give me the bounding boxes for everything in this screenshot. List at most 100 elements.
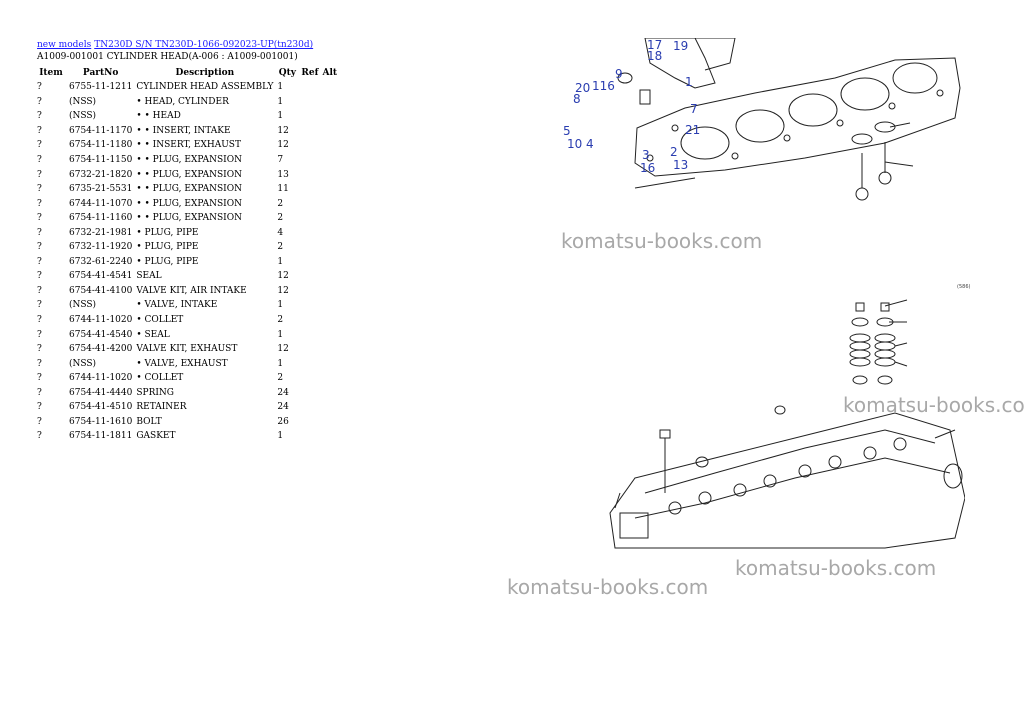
column-header-ref: Ref [301, 67, 319, 78]
cell-qty: 13 [277, 169, 289, 180]
valve-port [893, 437, 907, 451]
cell-description: • PLUG, PIPE [136, 227, 199, 238]
cell-ref [299, 298, 320, 313]
callout-label: 20 [575, 81, 590, 95]
cell-ref [299, 182, 320, 197]
cell-description: • • HEAD [136, 111, 181, 122]
cell-qty: 1 [277, 111, 284, 122]
cell-item: ? [37, 155, 42, 165]
page-title: A1009-001001 CYLINDER HEAD(A-006 : A1009… [37, 52, 298, 62]
leader-line [884, 161, 914, 167]
cell-description: • • PLUG, EXPANSION [136, 155, 242, 165]
valve-spring [874, 357, 896, 367]
column-header-item: Item [39, 67, 63, 78]
cell-alt [321, 109, 340, 124]
cell-description: • HEAD, CYLINDER [136, 96, 229, 107]
cell-ref [299, 356, 320, 371]
cylinder-head-outline [609, 412, 965, 549]
callout-label: 5 [563, 124, 571, 138]
cell-qty: 24 [277, 387, 289, 398]
valve-port [668, 501, 682, 515]
diagram-tag: (586) [957, 284, 971, 290]
cell-partno: 6732-61-2240 [69, 256, 133, 267]
cell-partno: 6732-21-1981 [69, 227, 133, 238]
cell-item: ? [37, 431, 42, 442]
port-cover [619, 512, 649, 539]
cell-item: ? [37, 213, 42, 224]
cell-partno: 6754-11-1160 [69, 213, 133, 224]
cell-item: ? [37, 198, 42, 209]
cell-alt [321, 415, 340, 430]
callout-label: 10 [567, 137, 582, 151]
valve-spring [874, 349, 896, 359]
leader-line [614, 492, 621, 509]
cell-ref [299, 313, 320, 328]
parts-table: Item PartNo Description Qty Ref Alt ?675… [35, 65, 339, 444]
cell-ref [299, 240, 320, 255]
cell-partno: 6754-41-4540 [69, 329, 133, 340]
cell-description: • VALVE, INTAKE [136, 300, 218, 311]
cell-partno: (NSS) [69, 358, 97, 369]
cell-description: SPRING [136, 387, 174, 398]
watermark: komatsu-books.com [507, 575, 709, 599]
cell-alt [321, 313, 340, 328]
cell-description: • • PLUG, EXPANSION [136, 213, 242, 224]
cell-ref [299, 95, 320, 110]
cell-alt [321, 80, 340, 95]
breadcrumb-link-new-models[interactable]: new models [37, 40, 92, 50]
collet [855, 302, 865, 312]
cell-alt [321, 153, 340, 168]
leader-line [634, 177, 696, 189]
cell-partno: (NSS) [69, 96, 97, 107]
cell-partno: 6755-11-1211 [69, 82, 133, 93]
cylinder-bore [840, 77, 890, 111]
cylinder-head-face [634, 457, 951, 519]
cell-partno: 6744-11-1070 [69, 198, 133, 209]
cell-alt [321, 138, 340, 153]
cell-item: ? [37, 242, 42, 253]
valve-port [763, 474, 777, 488]
cell-description: BOLT [136, 416, 162, 427]
cell-partno: 6754-11-1180 [69, 140, 133, 151]
valve-spring [874, 341, 896, 351]
cell-item: ? [37, 373, 42, 384]
cell-ref [299, 167, 320, 182]
valve-spring [849, 349, 871, 359]
cell-description: • PLUG, PIPE [136, 242, 199, 253]
breadcrumb-link-model[interactable]: TN230D S/N TN230D-1066-092023-UP(tn230d) [94, 40, 314, 50]
callout-label: 116 [592, 79, 615, 93]
cell-item: ? [37, 387, 42, 398]
cell-description: • VALVE, EXHAUST [136, 358, 228, 369]
cell-partno: 6744-11-1020 [69, 373, 133, 384]
column-header-alt: Alt [322, 67, 338, 78]
watermark: komatsu-books.com [843, 393, 1024, 417]
watermark: komatsu-books.com [561, 229, 763, 253]
cell-item: ? [37, 315, 42, 326]
cell-partno: 6754-41-4440 [69, 387, 133, 398]
cell-partno: 6732-21-1820 [69, 169, 133, 180]
cell-item: ? [37, 140, 42, 151]
cell-alt [321, 269, 340, 284]
cell-qty: 4 [277, 227, 284, 238]
cell-ref [299, 269, 320, 284]
cylinder-bore [788, 93, 838, 127]
cell-ref [299, 415, 320, 430]
valve-port [733, 483, 747, 497]
cell-item: ? [37, 358, 42, 369]
cell-item: ? [37, 402, 42, 413]
gasket-hole [888, 102, 896, 110]
column-header-partno: PartNo [82, 67, 119, 78]
gasket-outline [634, 57, 961, 177]
cell-qty: 1 [277, 300, 284, 311]
cell-item: ? [37, 344, 42, 355]
